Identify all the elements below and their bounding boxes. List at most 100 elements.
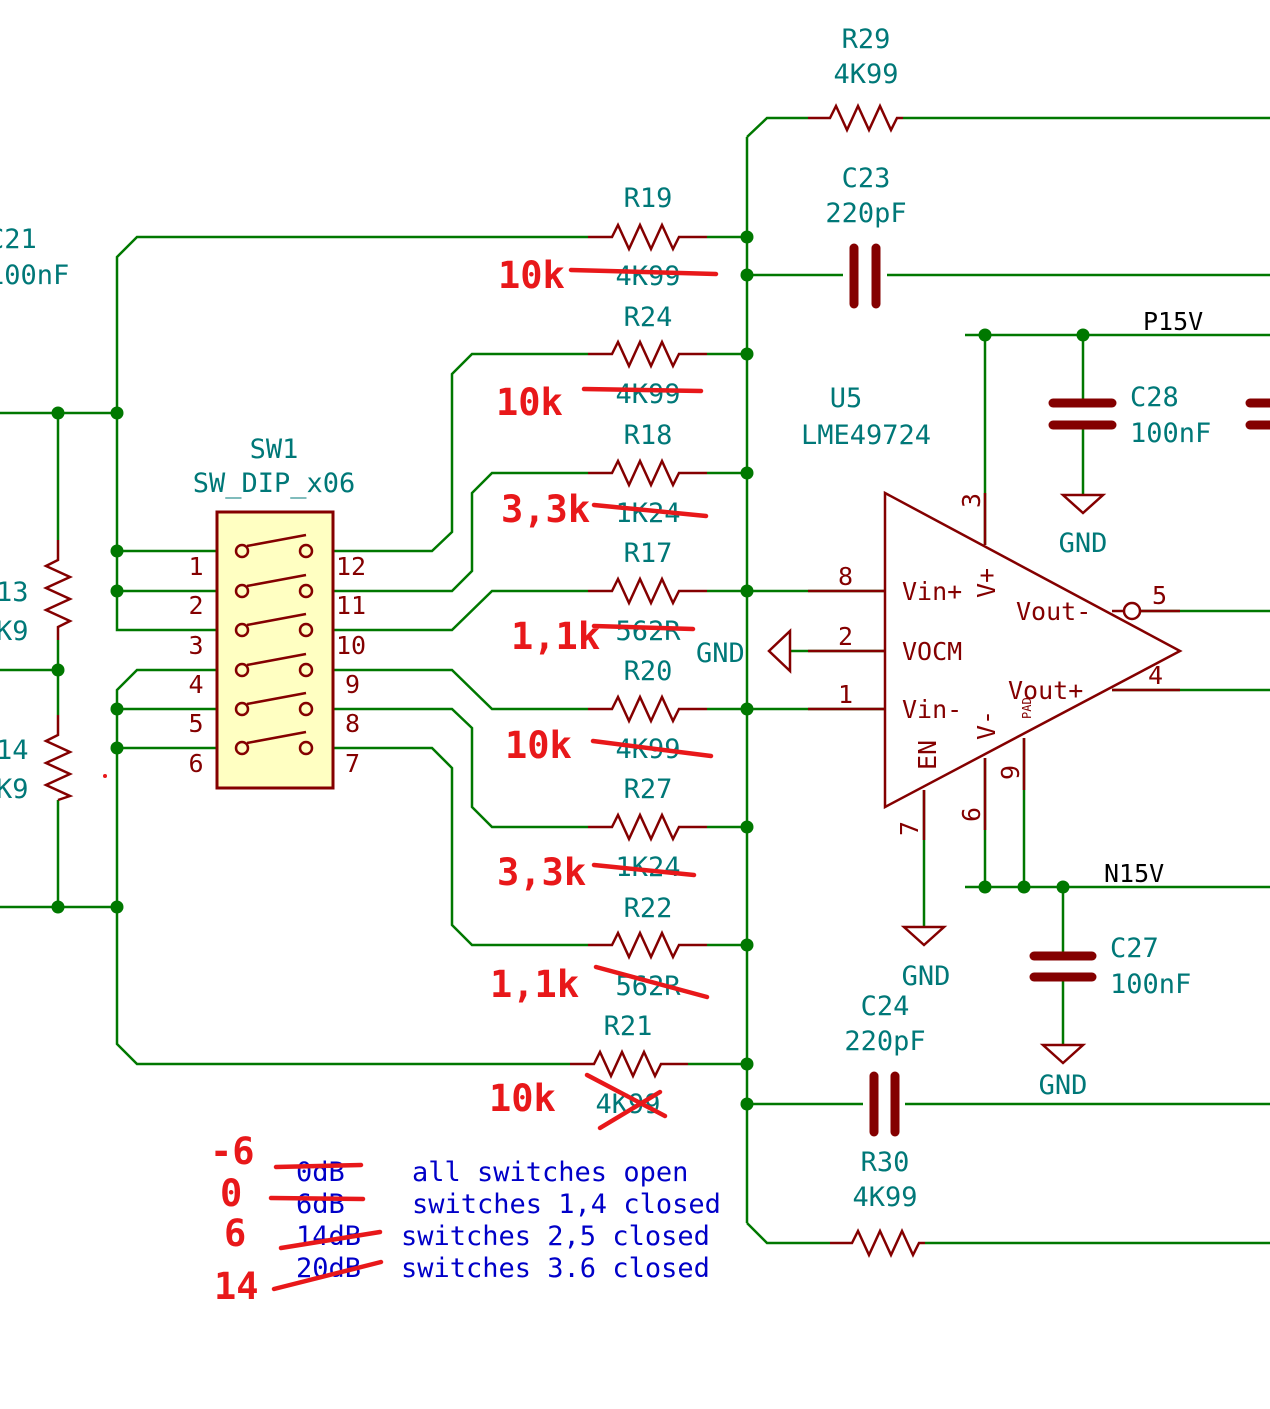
r14-symbol <box>42 715 74 802</box>
u5-opamp: Vin+ VOCM Vin- Vout- Vout+ V+ V- EN PAD … <box>801 383 1183 840</box>
r30-ref: R30 <box>861 1147 910 1178</box>
r17-symbol <box>588 575 707 607</box>
u5-v-minus-label: V- <box>972 710 1001 740</box>
sw1-pin-6: 6 <box>188 749 203 778</box>
r19-ref: R19 <box>624 183 673 214</box>
c24-ref: C24 <box>861 991 910 1022</box>
gain-row-0-desc: all switches open <box>412 1157 688 1188</box>
r13-symbol <box>42 540 74 640</box>
gain-row-3-new: 14 <box>214 1265 259 1308</box>
r19-symbol <box>588 221 707 253</box>
r21-symbol <box>570 1048 688 1080</box>
r14-value: K9 <box>0 774 29 805</box>
r27-new-value: 3,3k <box>497 851 586 894</box>
r21-ref: R21 <box>604 1011 653 1042</box>
gnd-en-icon <box>900 925 948 947</box>
u5-vin-minus-label: Vin- <box>902 695 962 724</box>
u5-pin-7: 7 <box>895 821 924 836</box>
r18-symbol <box>588 457 707 489</box>
r21-value: 4K99 <box>595 1089 660 1120</box>
c27-ref: C27 <box>1110 933 1159 964</box>
r20-symbol <box>588 693 707 725</box>
r17-ref: R17 <box>624 538 673 569</box>
u5-vout-minus-label: Vout- <box>1016 597 1091 626</box>
component-labels-left-aligned: C28 100nF C27 100nF C21 100nF 13 K9 14 K… <box>0 224 1211 1000</box>
junctions <box>51 230 1090 1111</box>
r24-new-value: 10k <box>496 381 563 424</box>
u5-pin-6: 6 <box>957 807 986 822</box>
r27-ref: R27 <box>624 774 673 805</box>
component-labels: R29 4K99 C23 220pF R19 4K99 R24 4K99 R18… <box>595 24 1107 1213</box>
gnd-c28-icon <box>1059 493 1107 515</box>
gnd-vocm-icon <box>767 628 792 674</box>
r24-symbol <box>588 338 707 370</box>
sw1-pin-1: 1 <box>188 552 203 581</box>
c21-ref: C21 <box>0 224 37 255</box>
sw1-pin-7: 7 <box>345 749 360 778</box>
u5-pin-8: 8 <box>838 562 853 591</box>
r30-symbol <box>830 1227 925 1259</box>
u5-en-label: EN <box>913 740 942 770</box>
sw1-pin-10: 10 <box>336 631 366 660</box>
red-annotations: 10k 10k 3,3k 1,1k 10k 3,3k 1,1k 10k -6 0… <box>210 254 600 1308</box>
r22-ref: R22 <box>624 893 673 924</box>
u5-ref: U5 <box>830 383 863 414</box>
r24-value: 4K99 <box>615 379 680 410</box>
r13-ref: 13 <box>0 577 29 608</box>
u5-pin-1: 1 <box>838 680 853 709</box>
r29-symbol <box>808 102 903 134</box>
c24-symbol <box>869 1071 900 1137</box>
u5-pin-2: 2 <box>838 622 853 651</box>
gain-row-3-desc: switches 3.6 closed <box>401 1253 710 1284</box>
gain-row-2-desc: switches 2,5 closed <box>401 1221 710 1252</box>
r29-ref: R29 <box>842 24 891 55</box>
u5-vout-plus-label: Vout+ <box>1008 676 1083 705</box>
u5-pin-3: 3 <box>957 493 986 508</box>
resistors <box>42 102 925 1259</box>
gain-row-1-desc: switches 1,4 closed <box>412 1189 721 1220</box>
sw1-pin-3: 3 <box>188 631 203 660</box>
u5-v-plus-label: V+ <box>972 568 1001 598</box>
u5-value: LME49724 <box>801 420 931 451</box>
p15v-label: P15V <box>1143 307 1203 336</box>
r21-new-value: 10k <box>489 1077 556 1120</box>
gain-row-1-new: 0 <box>220 1172 242 1215</box>
sw1-pin-4: 4 <box>188 670 203 699</box>
u5-vin-plus-label: Vin+ <box>902 577 962 606</box>
u5-pin-4: 4 <box>1148 661 1163 690</box>
ground-symbols <box>767 493 1107 1065</box>
r18-new-value: 3,3k <box>501 488 590 531</box>
c21-value: 100nF <box>0 260 69 291</box>
gain-row-0-new: -6 <box>210 1130 255 1173</box>
r17-new-value: 1,1k <box>511 615 600 658</box>
gain-row-2-new: 6 <box>224 1212 246 1255</box>
n15v-label: N15V <box>1104 859 1164 888</box>
r19-value: 4K99 <box>615 261 680 292</box>
sw1-dip-switch: 1 2 3 4 5 6 12 11 10 9 8 7 SW1 SW_DIP_x0… <box>188 434 366 790</box>
c23-ref: C23 <box>842 163 891 194</box>
r22-new-value: 1,1k <box>490 963 579 1006</box>
r22-symbol <box>588 929 707 961</box>
gain-row-1-old: 6dB <box>296 1189 345 1220</box>
c28-symbol <box>1048 398 1117 430</box>
sw1-pin-5: 5 <box>188 709 203 738</box>
c24-value: 220pF <box>844 1026 925 1057</box>
r18-ref: R18 <box>624 420 673 451</box>
u5-pad-label: PAD <box>1020 697 1034 719</box>
gnd-label-en: GND <box>902 961 951 992</box>
c27-symbol <box>1029 951 1097 982</box>
net-labels: P15V N15V <box>1104 307 1203 888</box>
sw1-pin-12: 12 <box>336 552 366 581</box>
u5-pin-5: 5 <box>1152 581 1167 610</box>
gnd-label-c27: GND <box>1039 1070 1088 1101</box>
c28-ref: C28 <box>1130 382 1179 413</box>
sw1-pin-8: 8 <box>345 709 360 738</box>
capacitors <box>849 243 1270 1137</box>
r14-ref: 14 <box>0 735 29 766</box>
r20-new-value: 10k <box>505 724 572 767</box>
c27-value: 100nF <box>1110 969 1191 1000</box>
sw1-value: SW_DIP_x06 <box>193 468 356 499</box>
r30-value: 4K99 <box>852 1182 917 1213</box>
gain-table: 0dB 6dB 14dB 20dB all switches open swit… <box>296 1157 721 1284</box>
strike-lines <box>268 267 719 1292</box>
